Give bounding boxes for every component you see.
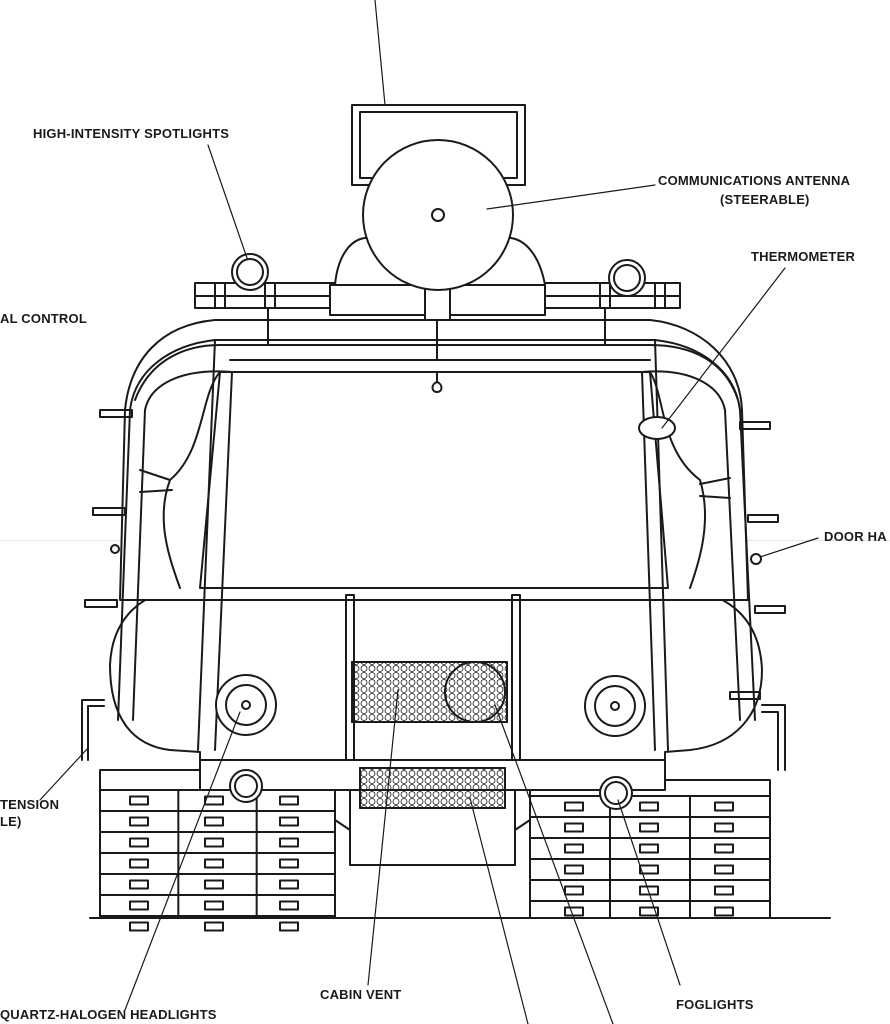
track-tread-slot — [129, 879, 149, 890]
track-tread-slot — [279, 816, 299, 827]
track-tread-slot — [279, 795, 299, 806]
label-antenna-steerable: (STEERABLE) — [720, 192, 810, 207]
track-tread-slot — [714, 822, 734, 833]
label-quartz-halogen-headlights: QUARTZ-HALOGEN HEADLIGHTS — [0, 1007, 217, 1022]
label-foglights: FOGLIGHTS — [676, 997, 754, 1012]
track-tread-slot — [564, 864, 584, 875]
track-tread-slot — [639, 906, 659, 917]
right-headlight-icon — [584, 675, 646, 737]
label-tension-line2: LE) — [0, 814, 22, 829]
track-tread-slot — [564, 843, 584, 854]
label-thermometer: THERMOMETER — [751, 249, 856, 264]
track-tread-slot — [639, 801, 659, 812]
track-tread-slot — [279, 900, 299, 911]
thermometer-icon — [638, 416, 676, 440]
left-foglight-icon — [229, 769, 263, 803]
track-tread-slot — [129, 900, 149, 911]
track-tread-slot — [714, 885, 734, 896]
tension-handle — [81, 699, 105, 761]
label-tension: TENSION — [0, 797, 60, 812]
left-spotlight-icon — [231, 253, 269, 291]
cabin-vent-grille — [351, 661, 508, 809]
track-tread-slot — [714, 906, 734, 917]
label-communications-antenna: COMMUNICATIONS ANTENNA — [658, 173, 851, 188]
track-tread-slot — [129, 816, 149, 827]
track-tread-slot — [639, 864, 659, 875]
track-tread-slot — [714, 864, 734, 875]
track-tread-slot — [204, 816, 224, 827]
track-tread-slot — [204, 837, 224, 848]
label-door-handle: DOOR HA — [824, 529, 887, 544]
side-pegs — [84, 409, 786, 700]
track-tread-slot — [204, 900, 224, 911]
left-headlight-icon — [215, 674, 277, 736]
track-tread-slot — [279, 879, 299, 890]
track-tread-slot — [279, 921, 299, 932]
track-tread-slot — [204, 795, 224, 806]
left-track — [99, 769, 336, 932]
track-tread-slot — [204, 921, 224, 932]
door-handle — [750, 553, 762, 565]
label-al-control: AL CONTROL — [0, 311, 87, 326]
track-tread-slot — [204, 879, 224, 890]
track-tread-slot — [714, 843, 734, 854]
track-tread-slot — [639, 843, 659, 854]
track-tread-slot — [564, 822, 584, 833]
upper-body — [119, 319, 749, 601]
track-tread-slot — [129, 858, 149, 869]
track-tread-slot — [129, 921, 149, 932]
track-tread-slot — [564, 906, 584, 917]
track-tread-slot — [129, 837, 149, 848]
track-tread-slot — [279, 837, 299, 848]
right-spotlight-icon — [608, 259, 646, 297]
right-foglight-icon — [599, 776, 633, 810]
track-tread-slot — [129, 795, 149, 806]
track-tread-slot — [564, 885, 584, 896]
label-high-intensity-spotlights: HIGH-INTENSITY SPOTLIGHTS — [33, 126, 230, 141]
track-tread-slot — [639, 885, 659, 896]
track-tread-slot — [204, 858, 224, 869]
track-tread-slot — [639, 822, 659, 833]
label-cabin-vent: CABIN VENT — [320, 987, 402, 1002]
track-tread-slot — [714, 801, 734, 812]
track-tread-slot — [564, 801, 584, 812]
track-tread-slot — [279, 858, 299, 869]
right-bracket — [761, 704, 786, 771]
leader-lines — [39, 0, 819, 1024]
antenna-dish — [351, 104, 526, 291]
